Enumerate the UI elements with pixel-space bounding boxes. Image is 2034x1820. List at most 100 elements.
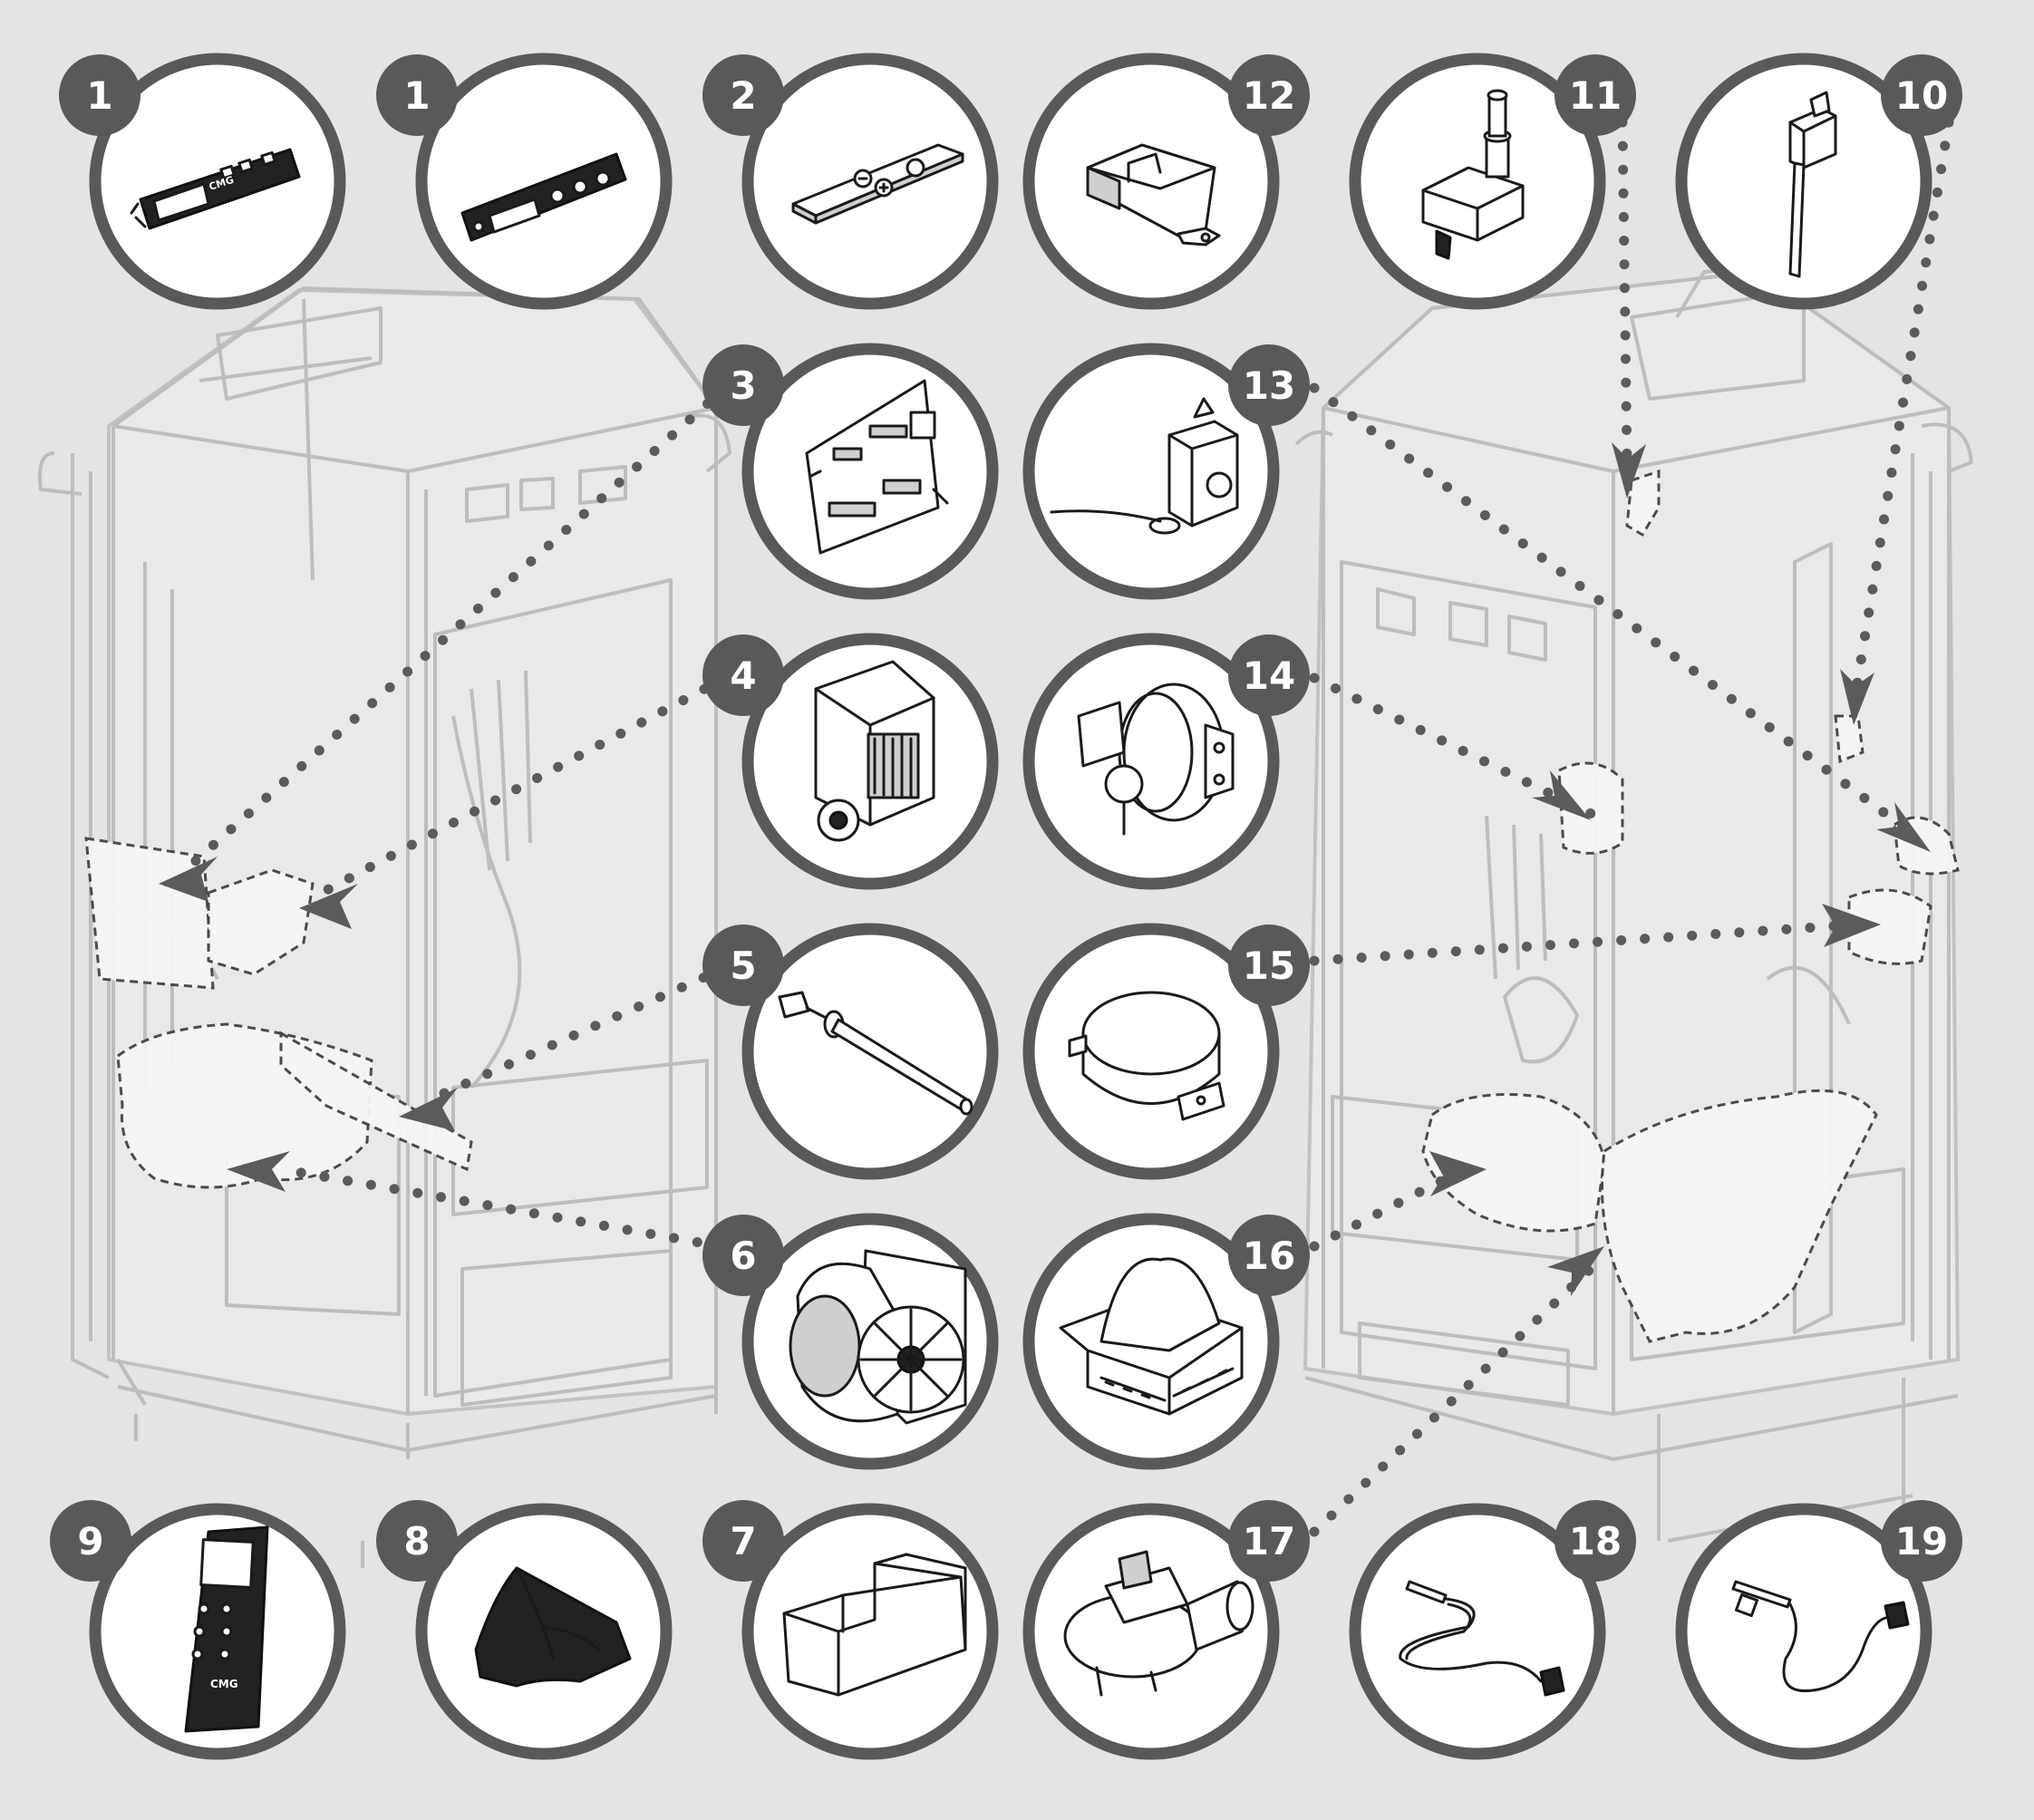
callout-number: 15: [1243, 944, 1295, 988]
callout-number: 12: [1243, 73, 1295, 118]
arrowhead: [159, 857, 218, 902]
arrowhead: [299, 884, 358, 929]
highlight-burnpot-area: [1421, 1093, 1606, 1233]
number-badge: [1555, 1500, 1636, 1582]
number-badge: [1555, 54, 1636, 136]
part-callout-1b[interactable]: 1: [376, 53, 673, 310]
part-circle[interactable]: [1675, 1503, 1932, 1760]
part-callout-17[interactable]: 17: [1022, 1500, 1310, 1760]
arrowhead: [1429, 1151, 1487, 1196]
part-callout-12[interactable]: 12: [1022, 53, 1310, 310]
number-badge: [1228, 1500, 1310, 1582]
ash-drawer-icon: [782, 1553, 967, 1697]
part-callout-row-4: 5 15: [702, 923, 1310, 1180]
highlight-resistor-area: [279, 1031, 473, 1172]
part-callout-row-1: CMG 1 1: [59, 53, 1962, 310]
control-panel-icon: [130, 148, 301, 230]
highlight-disc-area: [1847, 888, 1932, 965]
wall-display-icon: [184, 1525, 269, 1733]
part-callout-row-5: 6 16: [702, 1213, 1310, 1470]
brand-logo: CMG: [210, 1678, 238, 1690]
callout-number: 4: [730, 653, 756, 698]
highlight-areas: [84, 469, 1960, 1343]
part-callout-10[interactable]: 10: [1675, 53, 1962, 310]
callout-number: 19: [1895, 1519, 1948, 1563]
part-callout-row-6: CMG 9 8 7: [50, 1500, 1962, 1760]
part-callout-2[interactable]: 2: [702, 53, 999, 310]
lid-microswitch-icon: [1421, 89, 1525, 260]
part-callout-19[interactable]: 19: [1675, 1500, 1962, 1760]
part-callout-5[interactable]: 5: [702, 923, 999, 1180]
number-badge: [702, 925, 784, 1006]
part-callout-8[interactable]: 8: [376, 1500, 673, 1760]
smoke-probe-icon: [1731, 1580, 1910, 1693]
arrowhead: [1822, 904, 1881, 947]
part-callout-4[interactable]: 4: [702, 633, 999, 890]
highlight-lid-switch-area: [1625, 469, 1661, 537]
arrowhead: [1840, 669, 1874, 725]
number-badge: [1228, 54, 1310, 136]
callout-number: 11: [1569, 73, 1622, 118]
temperature-probe-icon: [1399, 1580, 1565, 1697]
burn-pot-icon: [1059, 1257, 1244, 1416]
part-callout-9[interactable]: CMG 9: [50, 1500, 346, 1760]
callout-number: 8: [403, 1519, 430, 1563]
number-badge: [1228, 344, 1310, 426]
thermostat-disc-icon: [1068, 991, 1225, 1121]
part-circle[interactable]: [1349, 1503, 1606, 1760]
callout-number: 7: [730, 1519, 756, 1563]
control-panel-icon: [460, 152, 627, 242]
callout-number: 1: [86, 73, 112, 118]
part-callout-16[interactable]: 16: [1022, 1213, 1310, 1470]
part-callout-3[interactable]: 3: [702, 343, 999, 600]
callout-number: 13: [1243, 363, 1295, 408]
callout-number: 9: [77, 1519, 103, 1563]
grate-support-icon: [474, 1566, 632, 1688]
part-callout-1a[interactable]: CMG 1: [59, 53, 346, 310]
smoke-extractor-icon: [1063, 1550, 1254, 1697]
highlight-extractor-area: [1601, 1089, 1878, 1343]
part-callout-row-2: 3 13: [702, 343, 1310, 600]
number-badge: [702, 1500, 784, 1582]
arrowhead: [1547, 1246, 1604, 1296]
highlight-door-switch-area: [1834, 714, 1864, 764]
motor-cover-icon: [1086, 143, 1221, 247]
callout-number: 5: [730, 944, 756, 988]
callout-number: 10: [1895, 73, 1948, 118]
remote-control-icon: [791, 143, 964, 225]
highlight-pressure-area: [1557, 761, 1624, 855]
number-badge: [702, 54, 784, 136]
part-callout-7[interactable]: 7: [702, 1500, 999, 1760]
arrowhead: [399, 1088, 458, 1131]
number-badge: [1881, 1500, 1962, 1582]
callout-number: 16: [1243, 1234, 1295, 1278]
number-badge: [376, 1500, 458, 1582]
part-callout-row-3: 4 14: [702, 633, 1310, 890]
part-callout-13[interactable]: 13: [1022, 343, 1310, 600]
arrowhead: [1876, 802, 1931, 852]
part-callout-11[interactable]: 11: [1349, 53, 1636, 310]
part-callout-14[interactable]: 14: [1022, 633, 1310, 890]
ignition-resistor-icon: [778, 991, 973, 1116]
part-callout-6[interactable]: 6: [702, 1213, 999, 1470]
number-badge: [1881, 54, 1962, 136]
number-badge: [1228, 925, 1310, 1006]
callout-number: 3: [730, 363, 756, 408]
part-callout-18[interactable]: 18: [1349, 1500, 1636, 1760]
number-badge: [1228, 1215, 1310, 1296]
number-badge: [702, 634, 784, 716]
callout-number: 2: [730, 73, 756, 118]
arrowhead: [227, 1151, 290, 1192]
arrowhead: [1612, 442, 1646, 499]
door-microswitch-icon: [1788, 91, 1837, 278]
highlight-gearmotor-area: [207, 868, 315, 976]
callout-number: 14: [1243, 653, 1295, 698]
pressure-switch-icon: [1077, 682, 1235, 836]
number-badge: [1228, 634, 1310, 716]
leader-arrowheads: [159, 442, 1931, 1296]
callout-number: 17: [1243, 1519, 1295, 1563]
number-badge: [702, 1215, 784, 1296]
part-callout-15[interactable]: 15: [1022, 923, 1310, 1180]
